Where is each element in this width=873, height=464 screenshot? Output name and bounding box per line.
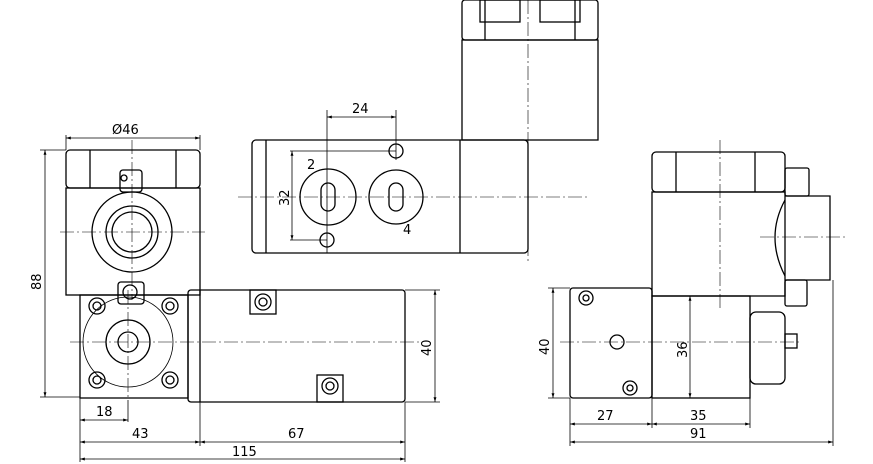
side-height-40-label: 40 — [538, 338, 553, 355]
front-view: Ø46 88 40 18 43 67 115 — [30, 123, 440, 462]
offset-18-label: 18 — [96, 405, 113, 420]
side-total-width-91-label: 91 — [690, 427, 707, 442]
width-67-label: 67 — [288, 427, 305, 442]
width-43-label: 43 — [132, 427, 149, 442]
inner-height-36-label: 36 — [676, 341, 691, 358]
hole-spacing-label: 32 — [278, 189, 293, 206]
port-spacing-label: 24 — [352, 102, 369, 117]
port-2-label: 2 — [307, 158, 315, 173]
side-width-27-label: 27 — [597, 409, 614, 424]
height-88-label: 88 — [30, 273, 45, 290]
top-view: 24 32 2 4 — [238, 0, 599, 262]
side-width-35-label: 35 — [690, 409, 707, 424]
port-4-label: 4 — [403, 223, 411, 238]
total-width-115-label: 115 — [232, 445, 257, 460]
diameter-label: Ø46 — [112, 123, 139, 138]
side-view: 40 36 27 35 91 — [538, 140, 845, 446]
cylinder-height-label: 40 — [420, 339, 435, 356]
